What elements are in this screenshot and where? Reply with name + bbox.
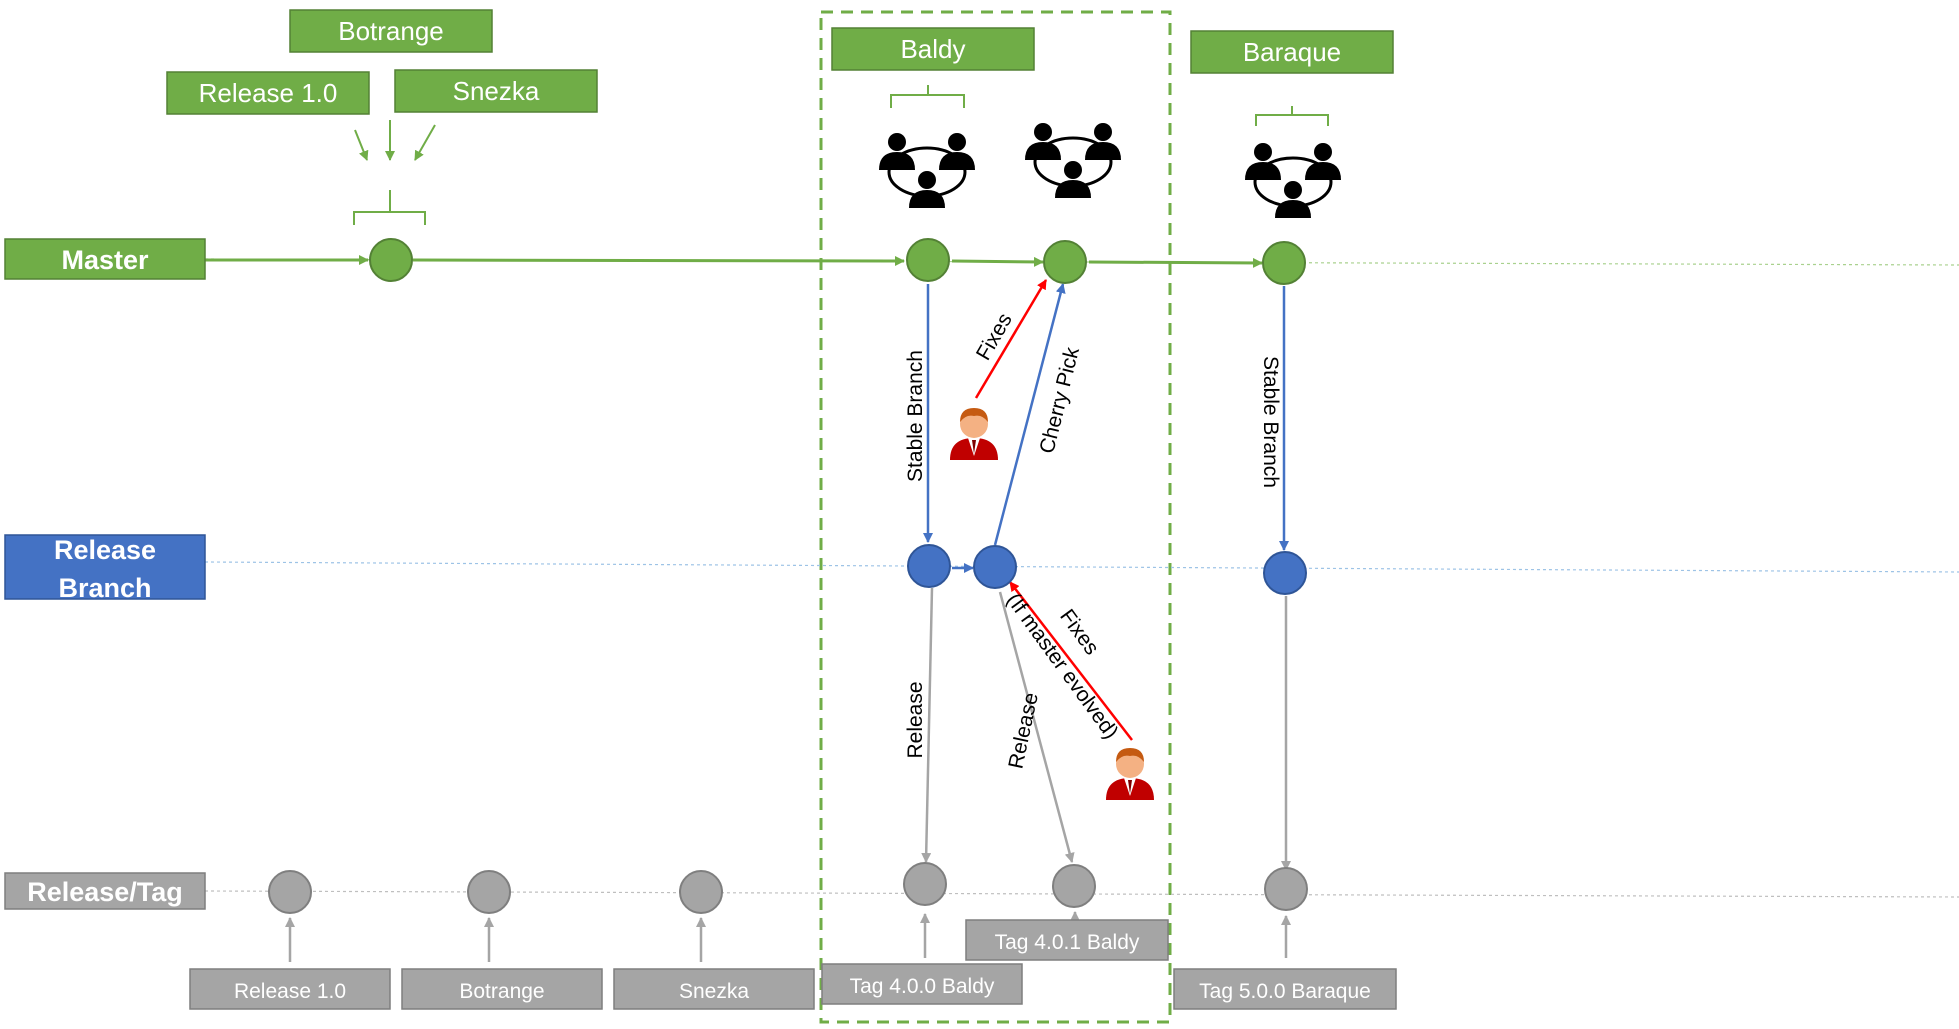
release-arrow-4-0-0 (921, 587, 934, 863)
developer-person-icon (950, 408, 998, 460)
baldy-label-box: Baldy (831, 27, 1035, 71)
master-arrow-3 (951, 256, 1044, 267)
baraque-brace (1255, 106, 1329, 126)
release-branch-lane-label-line1: Release (54, 535, 156, 565)
release-1-0-label-box: Release 1.0 (166, 71, 370, 115)
tag-box-4-0-1: Tag 4.0.1 Baldy (965, 919, 1169, 961)
baldy-highlight-box (819, 10, 1172, 1024)
tag-label-snezka: Snezka (679, 980, 749, 1003)
master-commit-baldy (906, 238, 950, 282)
release-label-4-0-0: Release (904, 681, 927, 758)
tag-commit-4-0-0 (903, 862, 947, 906)
botrange-label: Botrange (338, 16, 444, 46)
snezka-label: Snezka (453, 76, 540, 106)
release-branch-lane-box: Release Branch (4, 534, 206, 603)
tag-label-4-0-1: Tag 4.0.1 Baldy (995, 931, 1140, 954)
stable-branch-label-baldy: Stable Branch (904, 350, 927, 482)
master-lane-box: Master (4, 238, 206, 280)
fixes-release-arrow (1009, 581, 1133, 741)
botrange-label-box: Botrange (289, 9, 493, 53)
release-tag-lane-box: Release/Tag (4, 872, 206, 910)
tag-box-4-0-0: Tag 4.0.0 Baldy (821, 963, 1023, 1005)
team-group-icon (1023, 121, 1123, 200)
tag-commit-botrange (467, 870, 511, 914)
baldy-brace (890, 85, 965, 108)
tag-commit-snezka (679, 870, 723, 914)
release-branch-guide-line (204, 561, 1959, 573)
cherry-pick-arrow (993, 283, 1066, 546)
tag-label-5-0-0: Tag 5.0.0 Baraque (1199, 980, 1371, 1003)
tag-box-5-0-0: Tag 5.0.0 Baraque (1173, 968, 1397, 1010)
fixes-master-label: Fixes (972, 309, 1017, 364)
fixes-master-arrow (974, 279, 1048, 399)
baraque-label-box: Baraque (1190, 30, 1394, 74)
tag-box-snezka: Snezka (613, 968, 815, 1010)
master-commit-baraque (1262, 241, 1306, 285)
tag-label-4-0-0: Tag 4.0.0 Baldy (850, 975, 995, 998)
master-brace (353, 190, 426, 225)
release-arrow-4-0-1 (998, 591, 1075, 863)
release-1-0-label: Release 1.0 (199, 78, 338, 108)
tag-label-botrange: Botrange (459, 980, 544, 1003)
release-branch-commit-1 (907, 544, 951, 588)
release-branch-commit-baraque (1263, 551, 1307, 595)
master-arrow-4 (1088, 257, 1263, 268)
release-tag-lane-label: Release/Tag (27, 877, 183, 907)
snezka-label-box: Snezka (394, 69, 598, 113)
tag-box-release-1-0: Release 1.0 (189, 968, 391, 1010)
tag-commit-4-0-1 (1052, 864, 1096, 908)
stable-branch-label-baraque: Stable Branch (1259, 356, 1282, 488)
snezka-input-arrow (414, 124, 436, 161)
developer-person-icon (1106, 748, 1154, 800)
team-group-icon (877, 131, 977, 210)
team-group-icon (1243, 141, 1343, 220)
master-lane-label: Master (61, 245, 149, 275)
release-branch-commit-2 (973, 545, 1017, 589)
baraque-label: Baraque (1243, 37, 1341, 67)
tag-label-release-1-0: Release 1.0 (234, 980, 346, 1003)
master-arrow-2 (412, 255, 905, 266)
tag-commit-5-0-0 (1264, 867, 1308, 911)
baldy-label: Baldy (900, 34, 965, 64)
master-commit-fix (1043, 240, 1087, 284)
tag-box-botrange: Botrange (401, 968, 603, 1010)
release-1-0-input-arrow (354, 129, 369, 161)
master-commit-1 (369, 238, 413, 282)
tag-commit-release-1-0 (268, 870, 312, 914)
release-branch-lane-label-line2: Branch (58, 573, 151, 603)
